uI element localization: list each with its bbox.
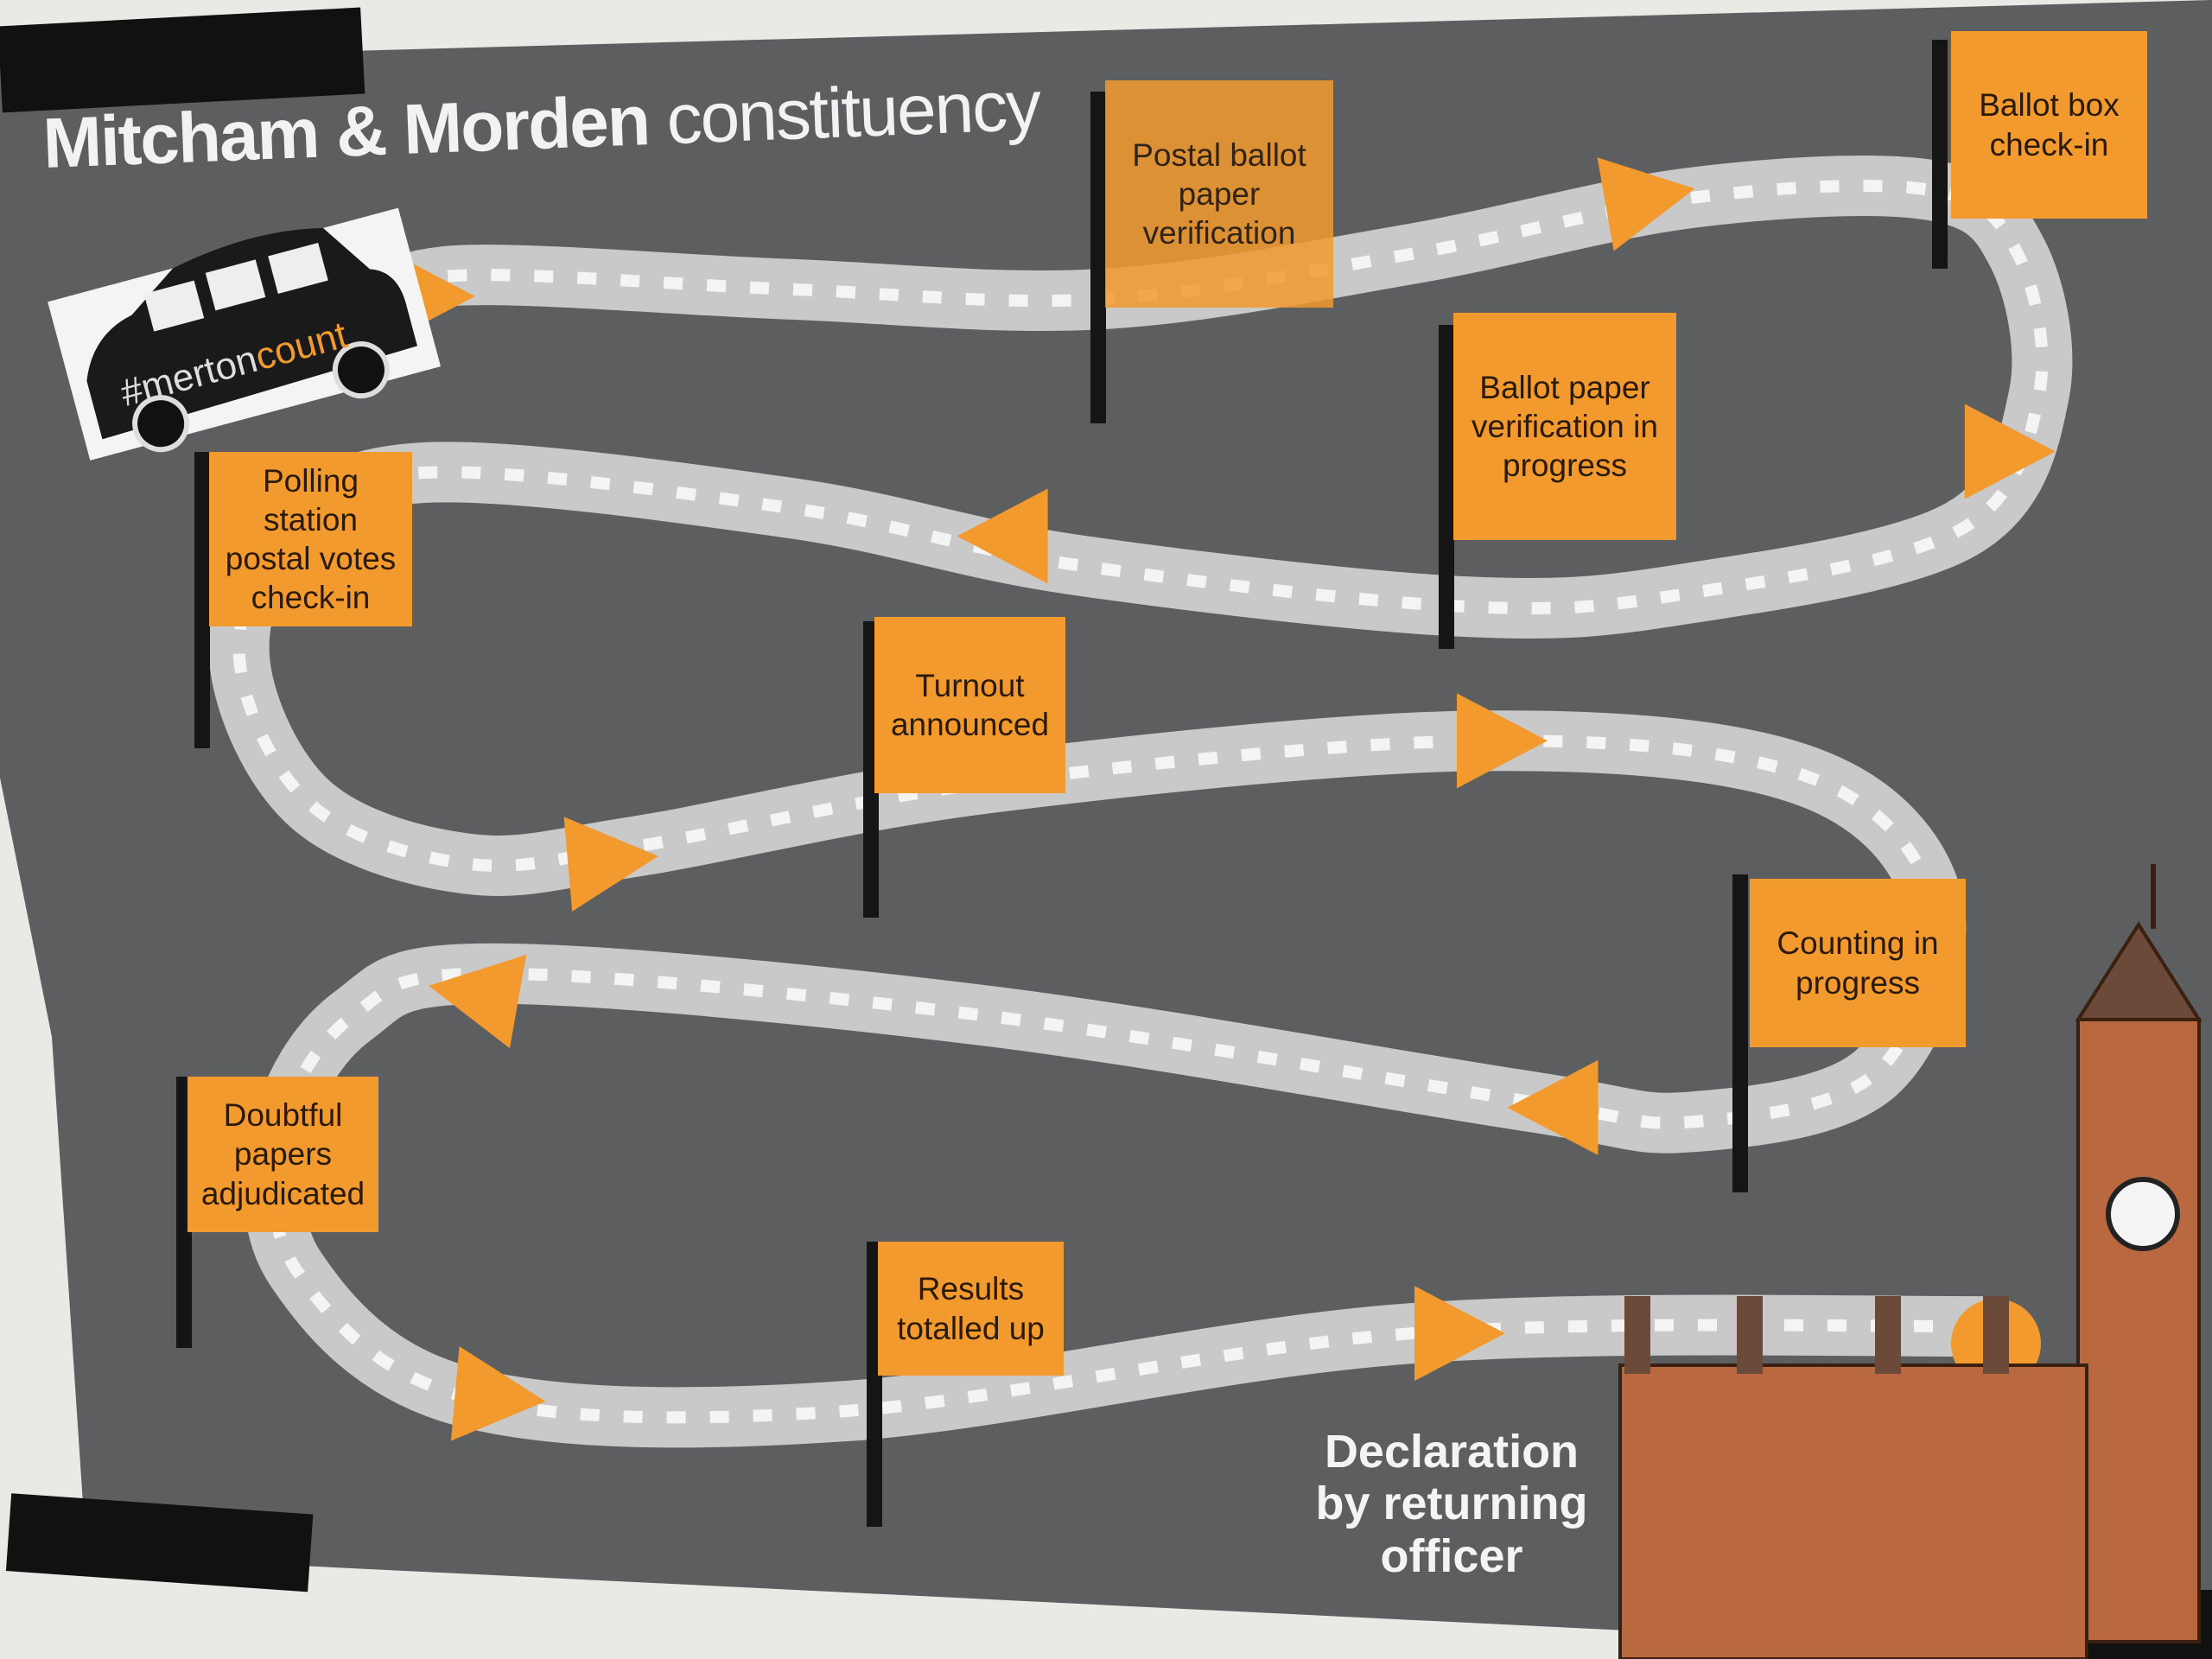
- direction-arrow-icon: [1597, 157, 1695, 251]
- direction-arrow-icon: [1414, 1286, 1505, 1382]
- taxi-icon: #mertoncount: [48, 207, 442, 461]
- finish-label: Declaration by returning officer: [1315, 1426, 1588, 1582]
- direction-arrow-icon: [1507, 1059, 1599, 1155]
- tape-bottom-left: [5, 1493, 314, 1592]
- direction-arrow-icon: [957, 488, 1048, 584]
- road-dashes: [232, 180, 2049, 1424]
- big-ben-icon: [2075, 864, 2202, 1643]
- flag-pole: [1090, 92, 1106, 423]
- flag-label: Results totalled up: [878, 1242, 1064, 1376]
- flag-label: Postal ballot paper verification: [1105, 80, 1333, 308]
- flag-label: Ballot box check-in: [1951, 31, 2147, 219]
- flag-pole: [1732, 874, 1748, 1192]
- direction-arrow-icon: [429, 954, 527, 1049]
- direction-arrow-icon: [563, 817, 658, 912]
- flag-label: Ballot paper verification in progress: [1453, 313, 1676, 540]
- flag-label: Doubtful papers adjudicated: [188, 1077, 378, 1232]
- flag-pole: [1439, 325, 1454, 649]
- flag-label: Turnout announced: [874, 617, 1065, 793]
- parliament-building-icon: [1618, 1296, 2088, 1659]
- flag-pole: [1932, 40, 1948, 269]
- direction-arrow-icon: [450, 1345, 546, 1441]
- flag-label: Polling station postal votes check-in: [209, 452, 412, 626]
- direction-arrow-icon: [1964, 404, 2056, 499]
- direction-arrow-icon: [1456, 693, 1548, 789]
- flag-label: Counting in progress: [1750, 879, 1966, 1047]
- title-light: constituency: [664, 66, 1041, 160]
- flag-pole: [194, 452, 210, 748]
- tape-top-left: [0, 7, 365, 113]
